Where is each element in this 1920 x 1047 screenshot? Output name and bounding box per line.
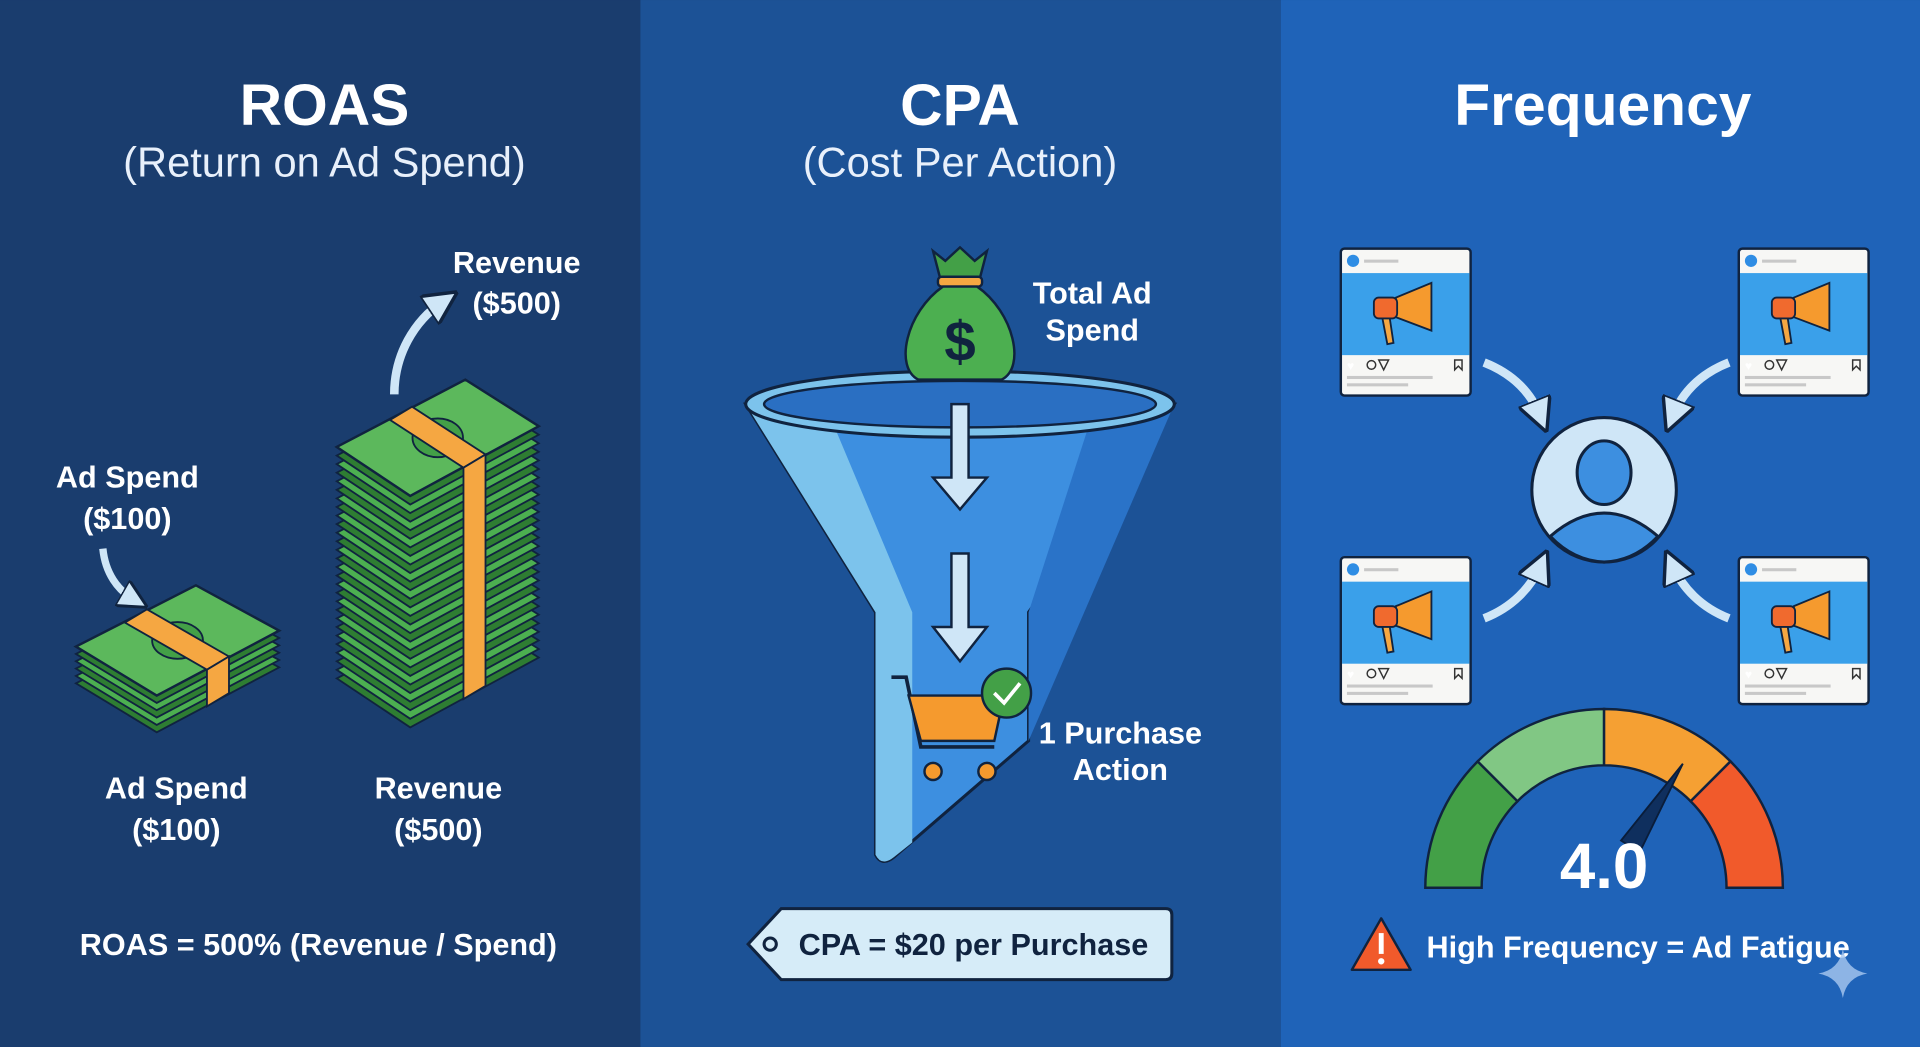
purchase-action-line1: 1 Purchase xyxy=(1039,716,1202,750)
ad-post-card: ♥ xyxy=(1339,555,1472,706)
megaphone-icon xyxy=(1372,281,1433,346)
spend-label-line2: ($100) xyxy=(132,813,220,847)
cpa-result-text: CPA = $20 per Purchase xyxy=(799,928,1149,962)
shopping-cart-icon xyxy=(891,675,1006,782)
heart-icon: ♥ xyxy=(1745,667,1752,681)
curved-arrow-icon xyxy=(1482,566,1540,623)
spend-label-line1: Ad Spend xyxy=(105,771,248,805)
sparkle-icon xyxy=(1818,949,1868,998)
heart-icon: ♥ xyxy=(1347,359,1354,373)
caption-placeholder xyxy=(1346,383,1409,387)
roas-title: ROAS xyxy=(240,73,410,138)
caption-placeholder xyxy=(1744,383,1807,387)
large-money-stack-icon xyxy=(334,378,542,729)
caption-placeholder xyxy=(1346,375,1433,380)
user-avatar-icon xyxy=(1530,416,1678,564)
gauge-value: 4.0 xyxy=(1560,831,1649,902)
frequency-section: Frequency ♥ ♥ ♥ ♥ 4.0 High Frequency = Ad F… xyxy=(1339,73,1870,998)
revenue-label-line1: Revenue xyxy=(375,771,503,805)
bookmark-icon xyxy=(1453,359,1463,372)
checkmark-icon xyxy=(980,667,1033,719)
money-band-side xyxy=(206,654,230,709)
comment-icon xyxy=(1366,359,1377,370)
comment-icon xyxy=(1366,668,1377,679)
card-name-placeholder xyxy=(1364,259,1399,263)
heart-icon: ♥ xyxy=(1347,667,1354,681)
share-icon xyxy=(1775,667,1788,681)
card-avatar xyxy=(1744,254,1758,267)
ad-post-card: ♥ xyxy=(1339,247,1472,397)
bookmark-icon xyxy=(1851,667,1861,681)
money-bag-symbol: $ xyxy=(944,310,975,373)
roas-subtitle: (Return on Ad Spend) xyxy=(123,138,526,185)
curved-arrow-icon xyxy=(1482,358,1540,416)
revenue-callout-line2: ($500) xyxy=(472,287,560,321)
curved-arrow-icon xyxy=(1673,566,1731,623)
card-avatar xyxy=(1744,563,1758,576)
money-band-side xyxy=(462,452,487,701)
ad-post-card: ♥ xyxy=(1737,555,1870,706)
caption-placeholder xyxy=(1744,691,1807,695)
bookmark-icon xyxy=(1851,359,1861,372)
cpa-subtitle: (Cost Per Action) xyxy=(803,138,1118,185)
frequency-title: Frequency xyxy=(1454,73,1752,138)
card-avatar xyxy=(1346,254,1360,267)
bookmark-icon xyxy=(1453,667,1463,681)
card-name-placeholder xyxy=(1762,568,1797,572)
purchase-action-line2: Action xyxy=(1073,753,1168,787)
megaphone-icon xyxy=(1770,590,1831,654)
comment-icon xyxy=(1764,668,1775,679)
down-arrow-icon xyxy=(930,402,990,512)
spend-arrow-icon xyxy=(99,548,135,600)
curved-arrow-icon xyxy=(1673,358,1731,416)
caption-placeholder xyxy=(1346,684,1433,688)
revenue-arrow-icon xyxy=(390,301,443,395)
money-bag-icon: $ xyxy=(904,245,1016,381)
cpa-result-tag: CPA = $20 per Purchase xyxy=(746,907,1174,982)
revenue-callout-line1: Revenue xyxy=(453,246,581,280)
spend-callout-line1: Ad Spend xyxy=(56,460,199,494)
card-avatar xyxy=(1346,563,1360,576)
share-icon xyxy=(1377,359,1390,372)
heart-icon: ♥ xyxy=(1745,359,1752,373)
share-icon xyxy=(1377,667,1390,681)
warning-icon xyxy=(1350,917,1412,972)
roas-section: ROAS (Return on Ad Spend) Revenue ($500)… xyxy=(56,73,581,962)
small-money-stack-icon xyxy=(73,583,282,734)
cpa-title: CPA xyxy=(900,73,1020,138)
roas-formula: ROAS = 500% (Revenue / Spend) xyxy=(80,928,557,962)
caption-placeholder xyxy=(1744,375,1831,380)
comment-icon xyxy=(1764,359,1775,370)
caption-placeholder xyxy=(1346,691,1409,695)
frequency-gauge xyxy=(1424,707,1785,890)
share-icon xyxy=(1775,359,1788,372)
megaphone-icon xyxy=(1372,590,1433,654)
total-spend-line2: Spend xyxy=(1045,313,1139,347)
megaphone-icon xyxy=(1770,281,1831,346)
cpa-section: CPA (Cost Per Action) $ Total Ad Spend xyxy=(742,73,1202,982)
total-spend-line1: Total Ad xyxy=(1033,277,1152,311)
ad-fatigue-warning: High Frequency = Ad Fatigue xyxy=(1427,931,1850,965)
card-name-placeholder xyxy=(1364,568,1399,572)
gauge-needle xyxy=(1619,763,1684,854)
caption-placeholder xyxy=(1744,684,1831,688)
gauge-segment-very-high xyxy=(1688,759,1785,890)
revenue-label-line2: ($500) xyxy=(394,813,482,847)
card-name-placeholder xyxy=(1762,259,1797,263)
spend-callout-line2: ($100) xyxy=(83,502,171,536)
down-arrow-icon xyxy=(930,552,990,664)
ad-post-card: ♥ xyxy=(1737,247,1870,397)
